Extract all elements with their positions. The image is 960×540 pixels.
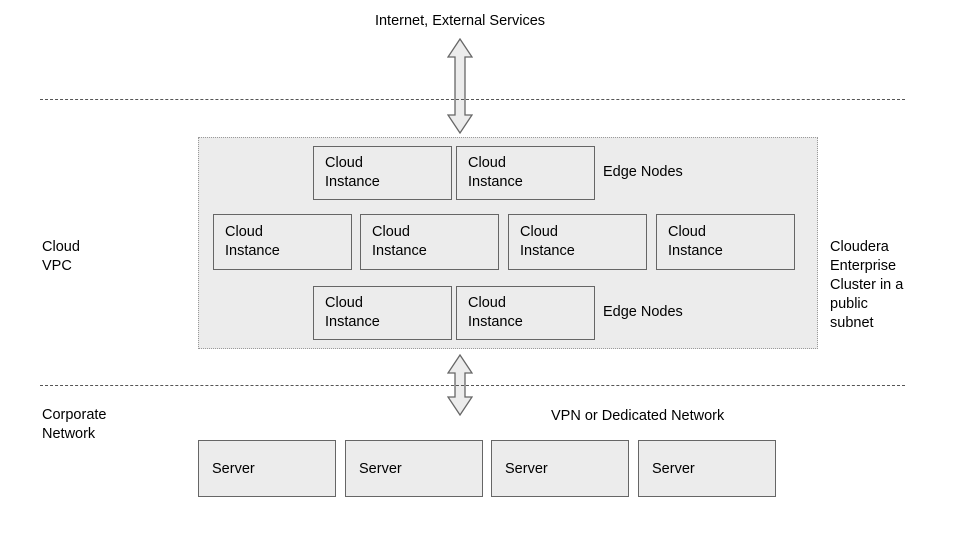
cloud-vpc-zone-label: Cloud VPC <box>42 239 80 274</box>
server-box[interactable]: Server <box>345 440 483 497</box>
cloud-instance-label: Cloud Instance <box>325 155 380 190</box>
edge-nodes-top-label: Edge Nodes <box>603 164 683 180</box>
cloud-instance-label: Cloud Instance <box>372 224 427 259</box>
cloud-instance-box[interactable]: Cloud Instance <box>508 214 647 270</box>
server-label: Server <box>212 460 255 477</box>
cloud-instance-box[interactable]: Cloud Instance <box>456 286 595 340</box>
cloud-instance-box[interactable]: Cloud Instance <box>213 214 352 270</box>
cloud-instance-box[interactable]: Cloud Instance <box>360 214 499 270</box>
internet-to-vpc-arrow <box>447 38 473 134</box>
cloud-instance-label: Cloud Instance <box>668 224 723 259</box>
corporate-network-zone-label: Corporate Network <box>42 407 107 442</box>
cloud-instance-box[interactable]: Cloud Instance <box>456 146 595 200</box>
server-box[interactable]: Server <box>491 440 629 497</box>
server-label: Server <box>359 460 402 477</box>
vpn-connection-label: VPN or Dedicated Network <box>551 408 725 424</box>
cloud-instance-label: Cloud Instance <box>325 295 380 330</box>
cloud-instance-label: Cloud Instance <box>520 224 575 259</box>
edge-nodes-bottom-label: Edge Nodes <box>603 304 683 320</box>
server-box[interactable]: Server <box>198 440 336 497</box>
internet-external-services-label: Internet, External Services <box>374 13 546 29</box>
cloud-instance-label: Cloud Instance <box>225 224 280 259</box>
corporate-network-boundary-line <box>40 385 905 386</box>
cloud-instance-box[interactable]: Cloud Instance <box>313 286 452 340</box>
cluster-annotation-label: Cloudera Enterprise Cluster in a public … <box>830 239 904 331</box>
cloudera-cluster-container: Cloud Instance Cloud Instance Edge Nodes… <box>198 137 818 349</box>
cloud-instance-box[interactable]: Cloud Instance <box>313 146 452 200</box>
server-label: Server <box>652 460 695 477</box>
cloud-vpc-boundary-line <box>40 99 905 100</box>
cloud-instance-label: Cloud Instance <box>468 155 523 190</box>
cloud-instance-box[interactable]: Cloud Instance <box>656 214 795 270</box>
server-box[interactable]: Server <box>638 440 776 497</box>
cloud-instance-label: Cloud Instance <box>468 295 523 330</box>
server-label: Server <box>505 460 548 477</box>
